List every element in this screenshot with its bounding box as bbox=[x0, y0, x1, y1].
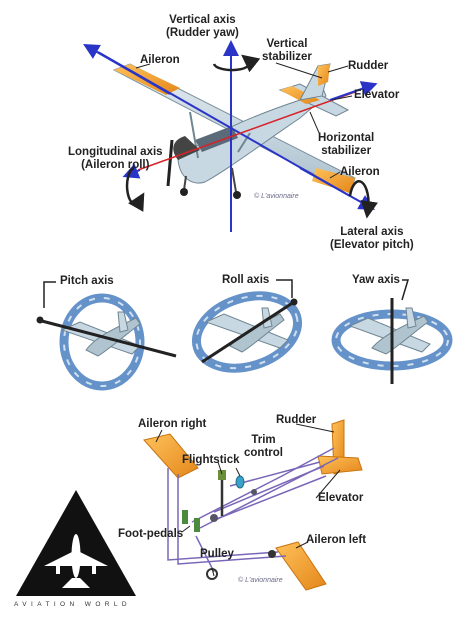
rudder-surface bbox=[318, 64, 330, 86]
foot-pedal-part bbox=[182, 510, 188, 524]
pitch-axis-rod bbox=[37, 318, 177, 358]
control-linkage-diagram bbox=[143, 419, 363, 591]
lateral-axis-label: Lateral axis(Elevator pitch) bbox=[330, 226, 414, 251]
pitch-axis-label: Pitch axis bbox=[60, 275, 114, 287]
longitudinal-axis-line bbox=[137, 91, 356, 171]
aileron-left-part bbox=[275, 541, 327, 591]
yaw-axis-label: Yaw axis bbox=[352, 274, 400, 286]
elevator-bottom-label: Elevator bbox=[318, 492, 364, 504]
pulley-label: Pulley bbox=[200, 548, 234, 560]
aileron-right-part bbox=[143, 433, 199, 479]
vertical-axis-label: Vertical axis(Rudder yaw) bbox=[166, 14, 239, 39]
aviation-world-logo bbox=[16, 490, 136, 596]
aileron-right-label: Aileron right bbox=[138, 418, 207, 430]
yaw-rotation-icon bbox=[212, 54, 261, 73]
aileron-bottom-label: Aileron bbox=[340, 166, 380, 178]
foot-pedals-label: Foot-pedals bbox=[118, 528, 184, 540]
propeller bbox=[166, 139, 174, 187]
elevator-surface bbox=[280, 86, 320, 104]
longitudinal-axis-label: Longitudinal axis(Aileron roll) bbox=[68, 146, 163, 171]
trim-control-part bbox=[235, 475, 245, 489]
roll-rotation-icon bbox=[125, 166, 145, 212]
elevator-top-label: Elevator bbox=[354, 89, 400, 101]
brand-text: AVIATION WORLD bbox=[14, 601, 131, 608]
top-credit: © L'avionnaire bbox=[254, 193, 299, 200]
yaw-diagram bbox=[331, 298, 453, 384]
flightstick-label: Flightstick bbox=[182, 454, 240, 466]
roll-axis-rod bbox=[201, 300, 295, 364]
bottom-credit: © L'avionnaire bbox=[238, 577, 283, 584]
pitch-diagram bbox=[36, 293, 177, 391]
axes bbox=[83, 40, 378, 232]
rudder-top-label: Rudder bbox=[348, 60, 389, 72]
rudder-bottom-label: Rudder bbox=[276, 414, 317, 426]
pitch-rotation-icon bbox=[348, 180, 378, 219]
roll-axis-label: Roll axis bbox=[222, 274, 270, 286]
rotation-indicators bbox=[125, 54, 378, 219]
aileron-left-label: Aileron left bbox=[306, 534, 367, 546]
pulley-part bbox=[206, 568, 218, 580]
aileron-top-label: Aileron bbox=[140, 54, 180, 66]
roll-diagram bbox=[191, 291, 303, 373]
aileron-right-surface bbox=[312, 168, 355, 193]
